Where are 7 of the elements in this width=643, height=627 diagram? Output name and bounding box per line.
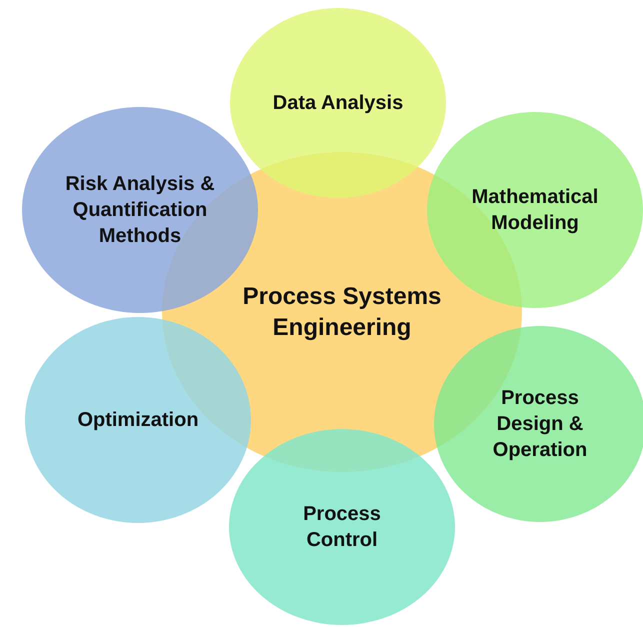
center-title: Process Systems Engineering <box>242 282 442 343</box>
topic-label: Mathematical Modeling <box>470 185 600 236</box>
topic-label: Process Design & Operation <box>492 386 588 463</box>
topic-label: Optimization <box>76 408 200 433</box>
topic-label: Risk Analysis & Quantification Methods <box>64 172 216 249</box>
topic-label: Data Analysis <box>272 91 404 116</box>
topic-label: Process Control <box>302 502 382 553</box>
